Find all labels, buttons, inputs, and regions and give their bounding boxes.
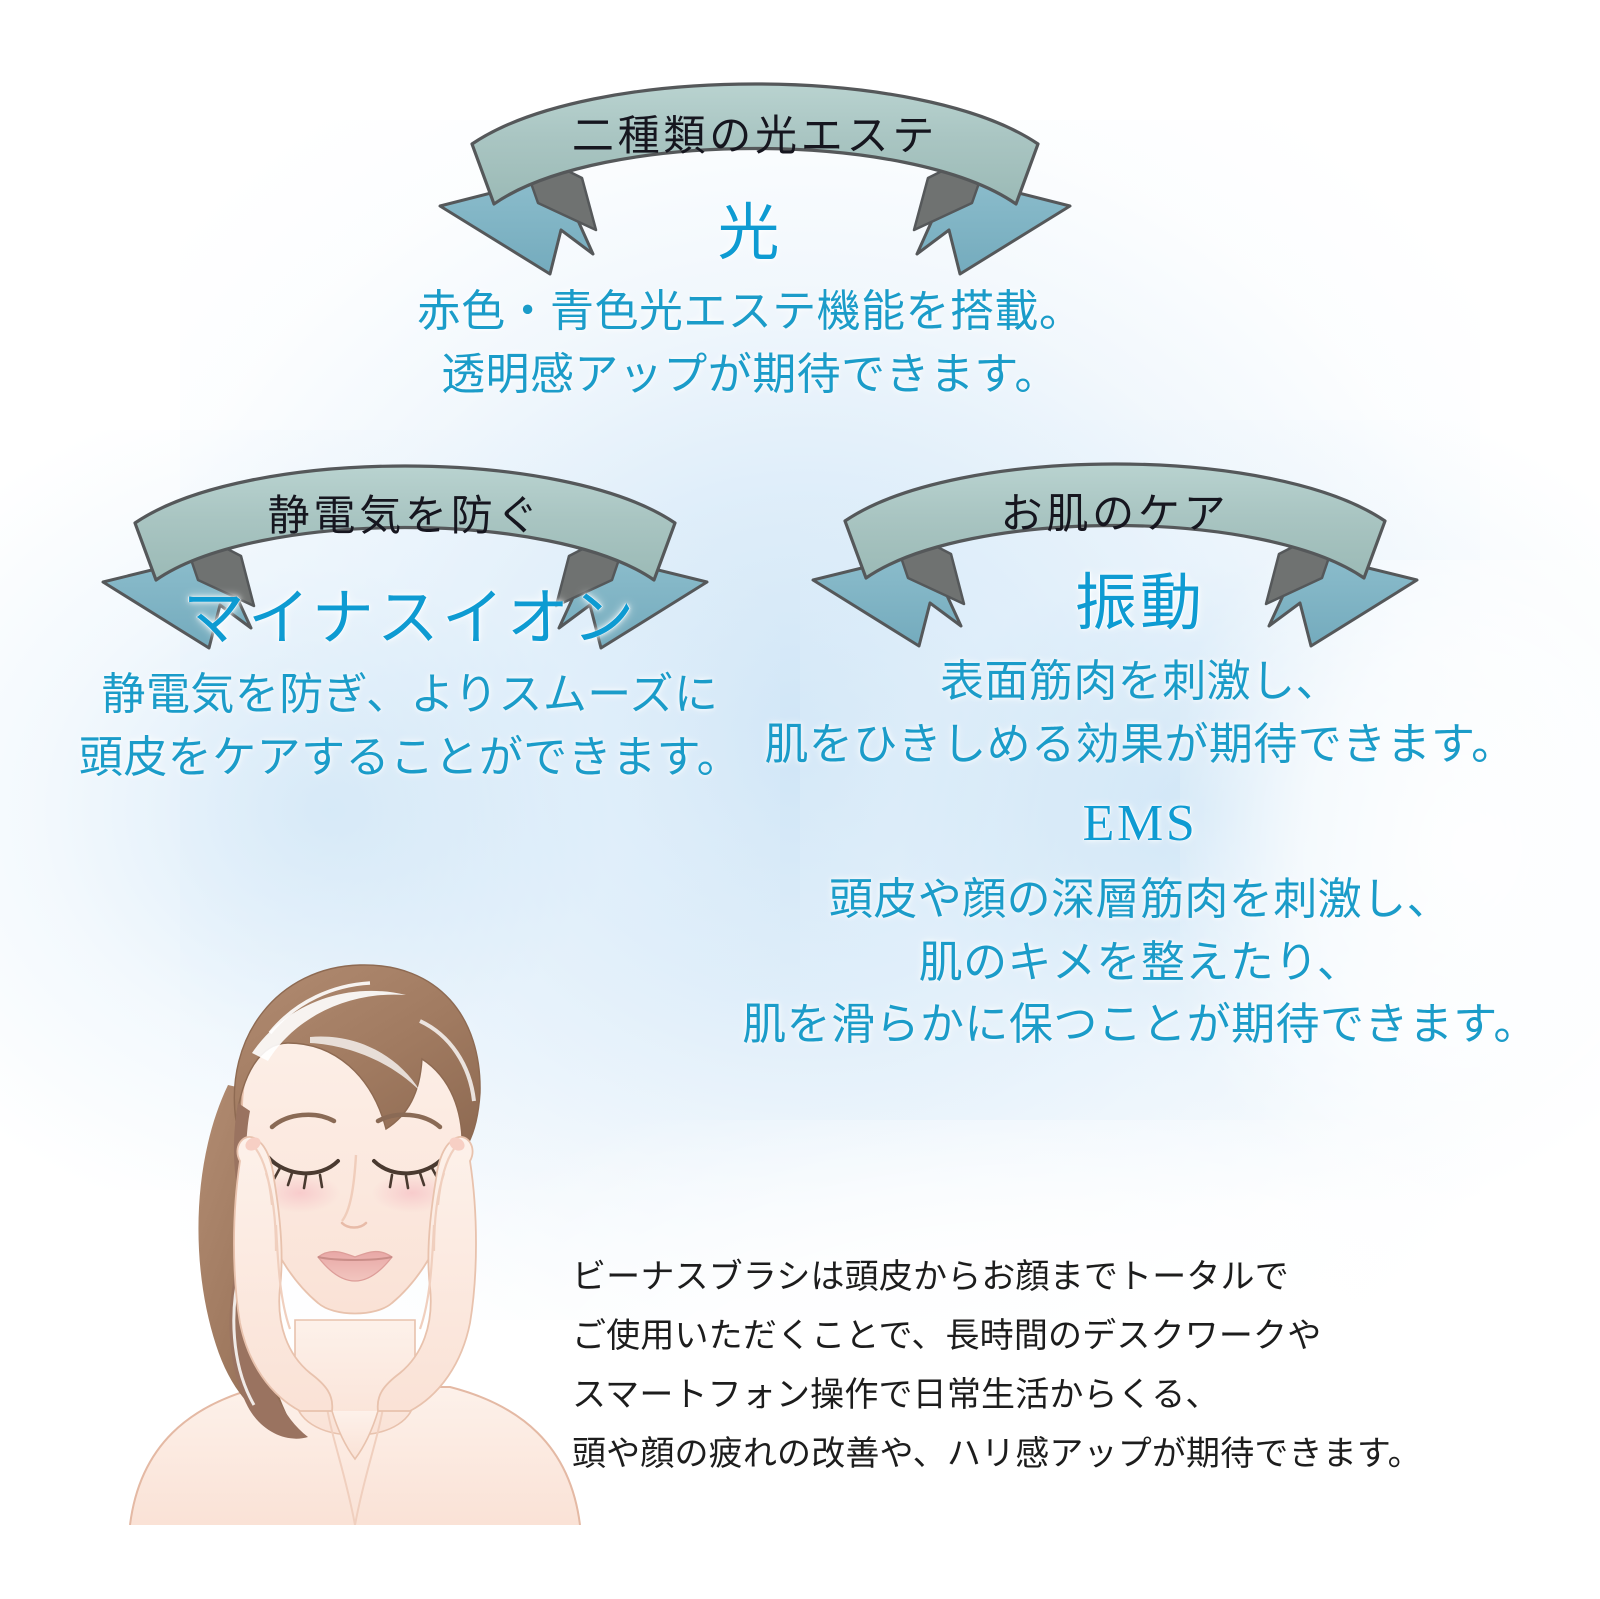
section-vibration: 振動 表面筋肉を刺激し、 肌をひきしめる効果が期待できます。 — [690, 570, 1590, 776]
section-minus-ion-heading: マイナスイオン — [182, 585, 638, 653]
eyebrow-right — [375, 1112, 443, 1130]
hair-highlight-1 — [252, 990, 406, 1061]
section-vibration-heading: 振動 — [1074, 570, 1206, 638]
footer-line-2: ご使用いただくことで、長時間のデスクワークや — [572, 1317, 1322, 1356]
hand-right — [376, 1136, 477, 1412]
fingernail-left — [245, 1137, 261, 1151]
hair-highlight-3 — [419, 1019, 476, 1102]
section-ems: EMS 頭皮や顔の深層筋肉を刺激し、 肌のキメを整えたり、 肌を滑らかに保つこと… — [690, 795, 1590, 1057]
lip-line — [317, 1256, 393, 1261]
section-light-body: 赤色・青色光エステ機能を搭載。 透明感アップが期待できます。 — [300, 281, 1200, 406]
section-ems-body: 頭皮や顔の深層筋肉を刺激し、 肌のキメを整えたり、 肌を滑らかに保つことが期待で… — [690, 869, 1590, 1056]
section-ems-body-line-3: 肌を滑らかに保つことが期待できます。 — [742, 1000, 1538, 1050]
hand-right-fingers — [418, 1148, 455, 1330]
section-vibration-body: 表面筋肉を刺激し、 肌をひきしめる効果が期待できます。 — [690, 651, 1590, 776]
section-light-body-line-1: 赤色・青色光エステ機能を搭載。 — [416, 287, 1084, 337]
banner-body — [470, 82, 1040, 206]
hair-highlight-2 — [310, 1036, 420, 1091]
section-minus-ion-body-line-1: 静電気を防ぎ、よりスムーズに — [101, 670, 719, 720]
footer-description: ビーナスブラシは頭皮からお顔までトータルで ご使用いただくことで、長時間のデスク… — [572, 1248, 1422, 1485]
banner-skin-care-label: お肌のケア — [1000, 492, 1230, 538]
section-ems-body-line-2: 肌のキメを整えたり、 — [918, 937, 1362, 987]
section-vibration-body-line-1: 表面筋肉を刺激し、 — [940, 657, 1340, 707]
section-ems-body-line-1: 頭皮や顔の深層筋肉を刺激し、 — [828, 875, 1452, 925]
footer-line-1: ビーナスブラシは頭皮からお顔までトータルで — [572, 1258, 1289, 1296]
eye-left-closed — [266, 1155, 340, 1176]
section-light: 光 赤色・青色光エステ機能を搭載。 透明感アップが期待できます。 — [300, 200, 1200, 406]
section-vibration-body-line-2: 肌をひきしめる効果が期待できます。 — [764, 719, 1516, 769]
section-minus-ion-body-line-2: 頭皮をケアすることができます。 — [78, 732, 742, 782]
eyebrow-left — [269, 1112, 337, 1130]
nose-bridge — [341, 1154, 358, 1222]
section-minus-ion-body: 静電気を防ぎ、よりスムーズに 頭皮をケアすることができます。 — [10, 664, 810, 789]
banner-body — [133, 464, 677, 582]
wrists — [331, 1410, 379, 1461]
cheek-left — [260, 1173, 340, 1213]
section-light-heading: 光 — [717, 200, 783, 268]
hair-highlight-4 — [268, 981, 371, 1035]
banner-body — [843, 462, 1387, 580]
footer-line-3: スマートフォン操作で日常生活からくる、 — [572, 1376, 1220, 1415]
section-light-body-line-2: 透明感アップが期待できます。 — [441, 349, 1059, 399]
banner-minus-ion-label: 静電気を防ぐ — [267, 494, 543, 540]
banner-light-label: 二種類の光エステ — [571, 114, 939, 160]
woman-illustration — [120, 925, 590, 1525]
hand-left — [233, 1136, 334, 1412]
nose-tip — [340, 1221, 368, 1229]
section-ems-heading: EMS — [1082, 795, 1198, 852]
fingernail-right — [449, 1137, 465, 1151]
section-minus-ion: マイナスイオン 静電気を防ぎ、よりスムーズに 頭皮をケアすることができます。 — [10, 585, 810, 789]
hand-left-fingers — [255, 1148, 292, 1330]
footer-line-4: 頭や顔の疲れの改善や、ハリ感アップが期待できます。 — [572, 1435, 1422, 1474]
